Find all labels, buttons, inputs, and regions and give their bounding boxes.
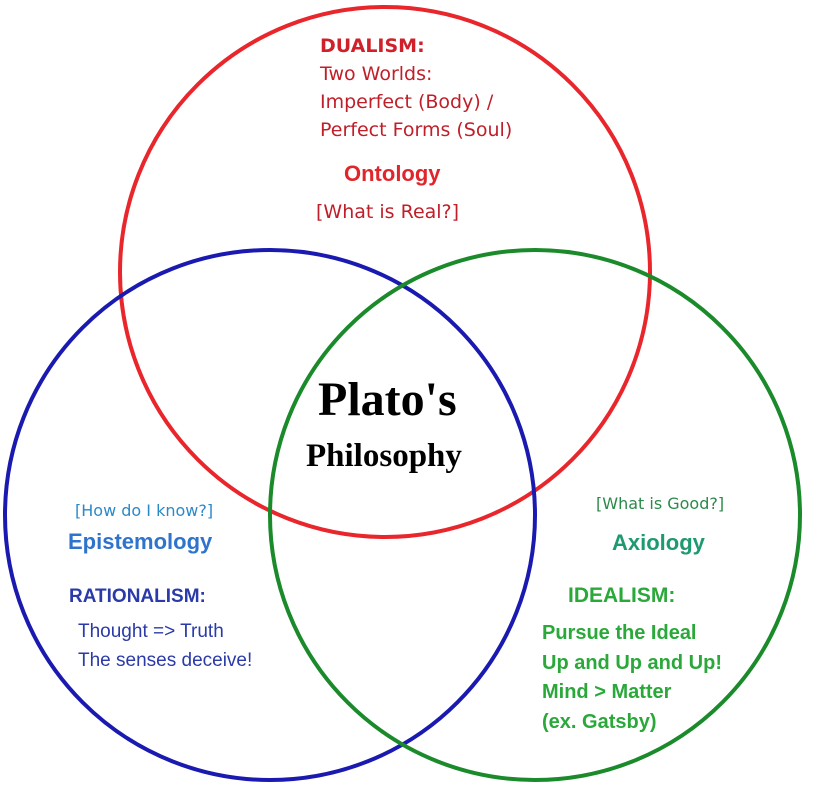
ontology-heading: DUALISM: xyxy=(320,35,425,57)
epistemology-question: [How do I know?] xyxy=(75,501,214,520)
ontology-line: Two Worlds: xyxy=(320,63,433,85)
title-philosophy: Philosophy xyxy=(306,438,462,474)
ontology-line: Imperfect (Body) / xyxy=(320,91,494,113)
axiology-question: [What is Good?] xyxy=(596,494,725,513)
ontology-question: [What is Real?] xyxy=(316,201,460,223)
axiology-line: (ex. Gatsby) xyxy=(542,711,657,733)
epistemology-circle xyxy=(3,248,537,782)
axiology-heading: IDEALISM: xyxy=(568,584,676,607)
epistemology-line: Thought => Truth xyxy=(78,621,224,642)
axiology-line: Mind > Matter xyxy=(542,681,672,703)
epistemology-label: Epistemology xyxy=(68,529,213,554)
title-platos: Plato's xyxy=(318,373,457,426)
axiology-line: Up and Up and Up! xyxy=(542,652,722,674)
ontology-circle xyxy=(118,5,652,539)
ontology-label: Ontology xyxy=(344,161,441,186)
axiology-label: Axiology xyxy=(612,530,705,555)
epistemology-line: The senses deceive! xyxy=(78,650,253,671)
ontology-line: Perfect Forms (Soul) xyxy=(320,119,513,141)
axiology-circle xyxy=(268,248,802,782)
axiology-line: Pursue the Ideal xyxy=(542,622,697,644)
epistemology-heading: RATIONALISM: xyxy=(69,586,206,607)
